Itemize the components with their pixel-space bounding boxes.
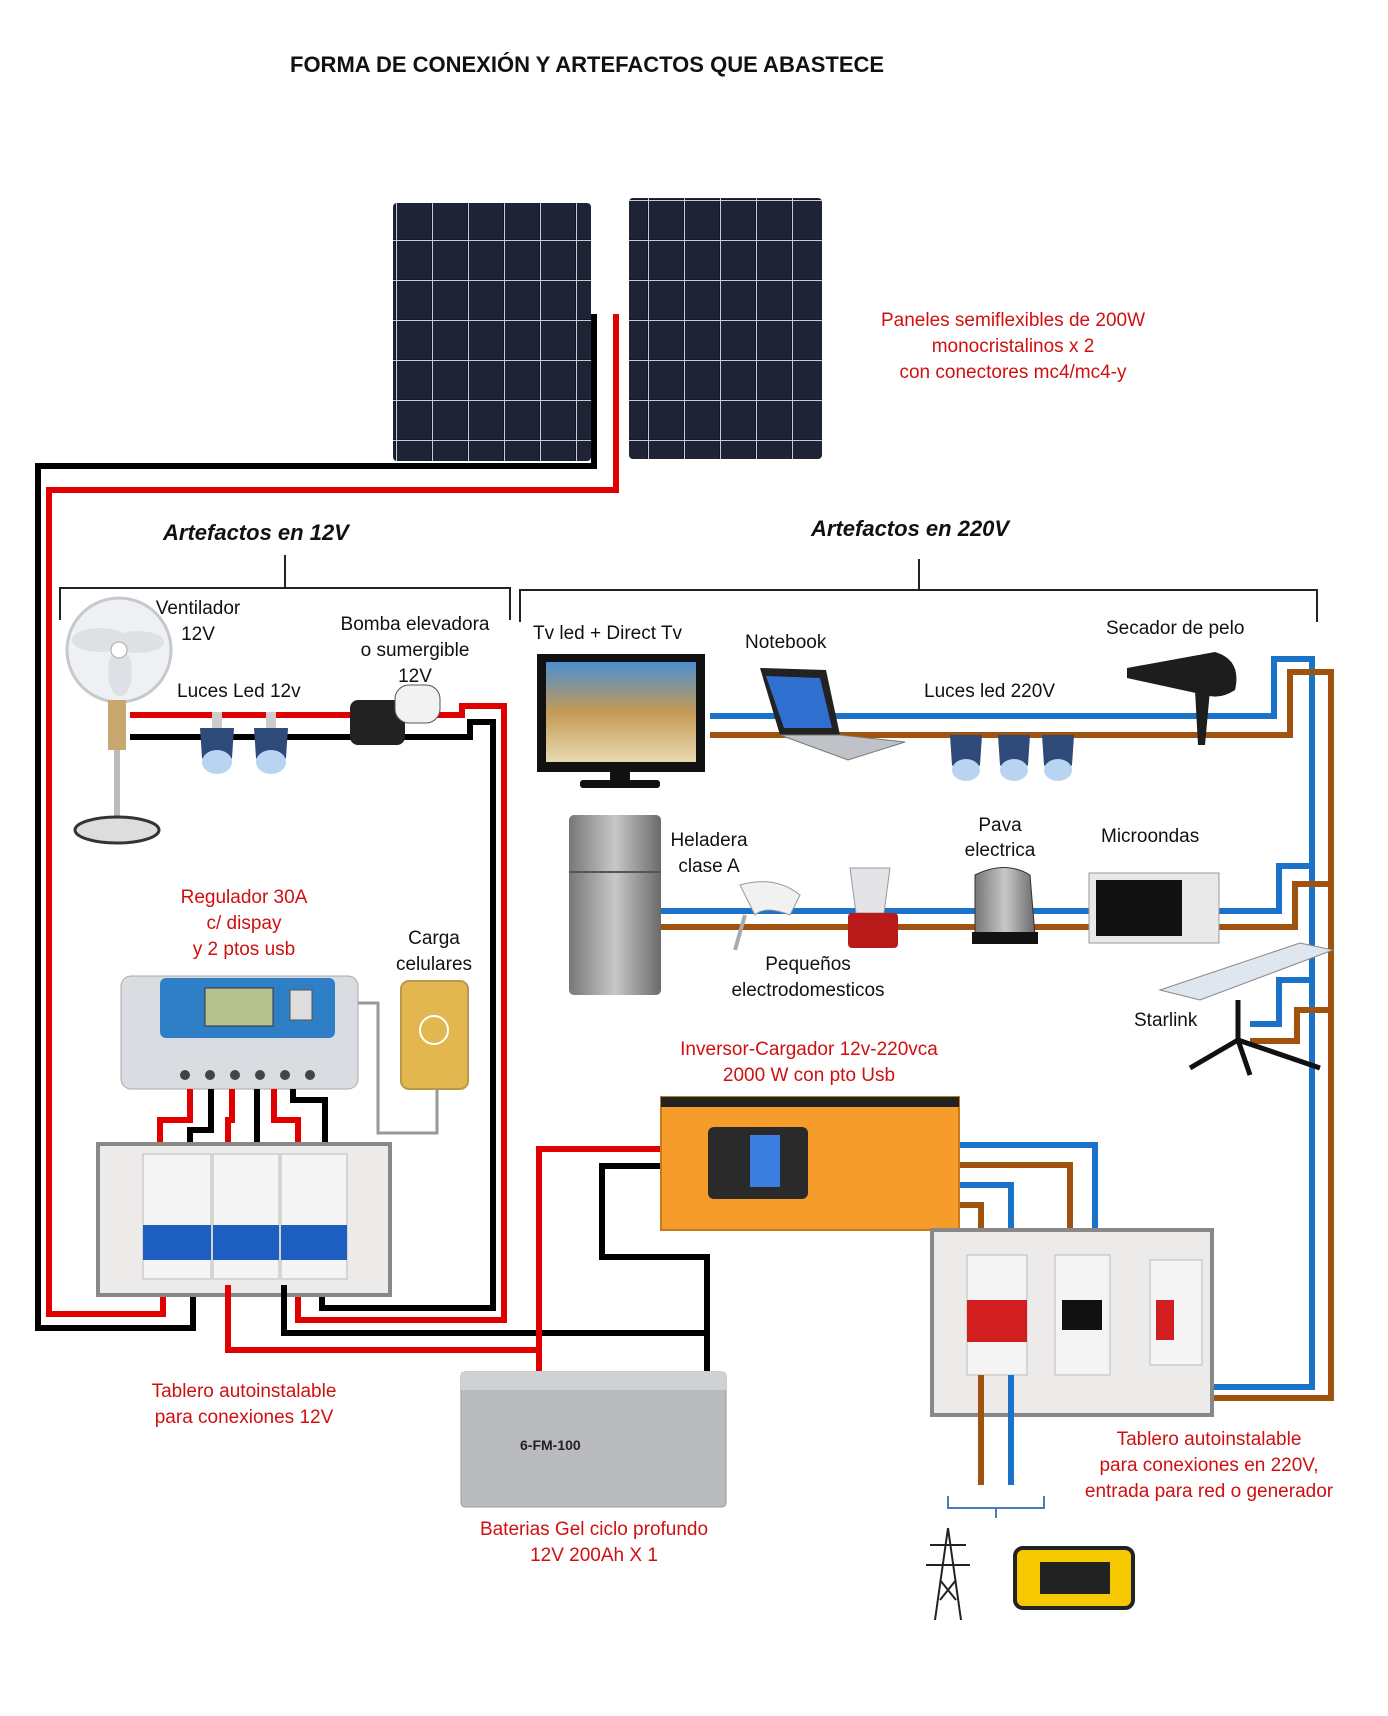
lights-12v-label: Luces Led 12v [177, 681, 301, 702]
svg-text:c/ dispay: c/ dispay [207, 913, 282, 934]
microwave-label: Microondas [1101, 826, 1199, 847]
svg-text:monocristalinos x 2: monocristalinos x 2 [932, 336, 1095, 357]
svg-text:con conectores mc4/mc4-y: con conectores mc4/mc4-y [899, 362, 1127, 383]
svg-text:Carga: Carga [408, 928, 460, 949]
svg-text:12V: 12V [181, 624, 215, 645]
starlink-neutral-wire [1250, 977, 1312, 1027]
generator-icon [1013, 1546, 1135, 1610]
led-bulb-icon [950, 735, 1074, 781]
microwave-icon [1088, 872, 1220, 944]
svg-text:12V: 12V [398, 666, 432, 687]
notebook-label: Notebook [745, 632, 827, 653]
ac-neutral-row2-wire [661, 863, 1312, 914]
board-220v-label: Tablero autoinstalable para conexiones e… [1085, 1429, 1334, 1502]
dryer-label: Secador de pelo [1106, 618, 1244, 639]
inverter-negative-wire [599, 1163, 710, 1333]
heading-12v: Artefactos en 12V [162, 520, 351, 545]
starlink-label: Starlink [1134, 1010, 1198, 1031]
svg-text:o sumergible: o sumergible [361, 640, 470, 661]
svg-text:y 2 ptos usb: y 2 ptos usb [193, 939, 295, 960]
panels-label: Paneles semiflexibles de 200W monocrista… [881, 310, 1145, 383]
bracket-grid-generator [947, 1496, 1045, 1518]
tv-label: Tv led + Direct Tv [533, 623, 683, 644]
water-pump-icon [350, 684, 441, 745]
charge-regulator-icon [120, 975, 359, 1090]
inverter-positive-wire [536, 1146, 661, 1350]
inverter-charger-icon [660, 1096, 960, 1231]
svg-text:Pava: Pava [978, 815, 1022, 836]
heading-220v: Artefactos en 220V [810, 516, 1011, 541]
inverter-label: Inversor-Cargador 12v-220vca 2000 W con … [680, 1039, 938, 1086]
svg-text:electrodomesticos: electrodomesticos [731, 980, 884, 1001]
phone-label: Carga celulares [396, 928, 472, 975]
battery-icon: 6-FM-100 [460, 1371, 727, 1508]
hair-dryer-icon [1127, 652, 1237, 745]
svg-text:Regulador 30A: Regulador 30A [181, 887, 308, 908]
svg-text:Pequeños: Pequeños [765, 954, 851, 975]
panel-negative-wire [35, 314, 597, 1331]
battery-label: Baterias Gel ciclo profundo 12V 200Ah X … [480, 1519, 708, 1566]
svg-text:Baterias Gel ciclo profundo: Baterias Gel ciclo profundo [480, 1519, 708, 1540]
mixer-icon [733, 881, 801, 951]
usb-cable [358, 1001, 439, 1135]
svg-text:Heladera: Heladera [670, 830, 748, 851]
svg-text:para conexiones en 220V,: para conexiones en 220V, [1099, 1455, 1318, 1476]
svg-text:12V 200Ah X 1: 12V 200Ah X 1 [530, 1545, 658, 1566]
battery-positive-wire [225, 1285, 542, 1371]
svg-text:clase A: clase A [678, 856, 740, 877]
kettle-icon [972, 867, 1038, 944]
breaker-12v-group [142, 1153, 348, 1280]
lights-220v-label: Luces led 220V [924, 681, 1055, 702]
bracket-220v [519, 559, 1318, 622]
page-title: FORMA DE CONEXIÓN Y ARTEFACTOS QUE ABAST… [290, 52, 884, 77]
regulator-label: Regulador 30A c/ dispay y 2 ptos usb [181, 887, 308, 960]
fan-icon [65, 596, 173, 845]
fan-label: Ventilador 12V [156, 598, 241, 645]
fridge-icon [569, 815, 661, 995]
svg-text:para conexiones 12V: para conexiones 12V [155, 1407, 334, 1428]
svg-text:Tablero autoinstalable: Tablero autoinstalable [152, 1381, 337, 1402]
starlink-phase-wire [1250, 1007, 1331, 1044]
svg-text:Bomba elevadora: Bomba elevadora [341, 614, 490, 635]
svg-text:Inversor-Cargador 12v-220vca: Inversor-Cargador 12v-220vca [680, 1039, 938, 1060]
small-appliances-label: Pequeños electrodomesticos [731, 954, 884, 1001]
solar-panel-2 [629, 198, 822, 459]
kettle-label: Pava electrica [965, 815, 1036, 861]
laptop-icon [760, 668, 906, 761]
board-12v-label: Tablero autoinstalable para conexiones 1… [152, 1381, 337, 1428]
svg-text:celulares: celulares [396, 954, 472, 975]
blender-icon [848, 867, 898, 948]
starlink-dish-icon [1158, 942, 1335, 1076]
phone-icon [400, 980, 469, 1090]
fridge-label: Heladera clase A [670, 830, 748, 877]
load-12v-positive-wire [130, 703, 507, 1323]
svg-text:6-FM-100: 6-FM-100 [520, 1437, 581, 1453]
svg-text:Paneles semiflexibles de 200W: Paneles semiflexibles de 200W [881, 310, 1145, 331]
bracket-12v [59, 555, 511, 620]
svg-text:2000 W con pto Usb: 2000 W con pto Usb [723, 1065, 895, 1086]
svg-text:entrada para red o generador: entrada para red o generador [1085, 1481, 1334, 1502]
inverter-out-neutral-wire [959, 1142, 1098, 1260]
power-tower-icon [926, 1527, 970, 1621]
solar-panel-1 [393, 203, 591, 461]
panel-positive-wire [46, 314, 619, 1317]
svg-text:Ventilador: Ventilador [156, 598, 241, 619]
svg-text:electrica: electrica [965, 840, 1036, 861]
svg-text:Tablero autoinstalable: Tablero autoinstalable [1117, 1429, 1302, 1450]
pump-label: Bomba elevadora o sumergible 12V [341, 614, 490, 687]
load-12v-negative-wire [130, 719, 496, 1311]
battery-negative-wire [281, 1285, 710, 1371]
breaker-220v-group [966, 1254, 1203, 1376]
tv-icon [537, 654, 705, 788]
led-bulb-icon [200, 712, 288, 774]
